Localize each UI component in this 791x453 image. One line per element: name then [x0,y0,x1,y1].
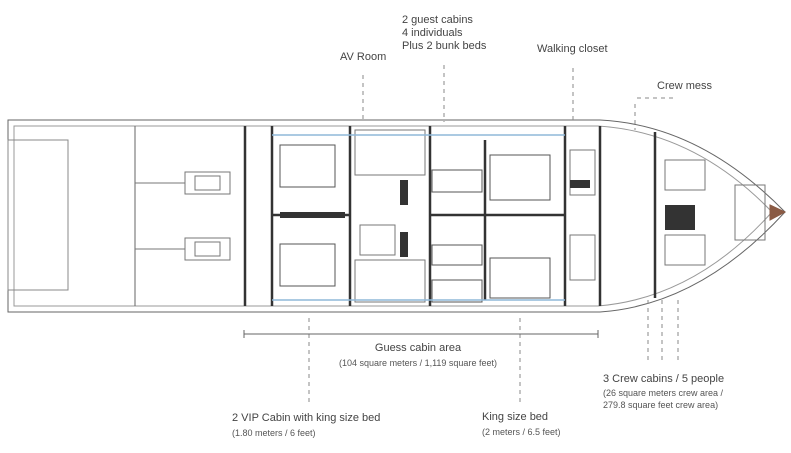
engine-icon [135,171,231,261]
label-walking-closet: Walking closet [537,43,608,55]
label-king-bed-sub: (2 meters / 6.5 feet) [482,427,561,437]
label-guest-cabins: 2 guest cabins 4 individuals Plus 2 bunk… [402,14,486,53]
leader-crew-mess [634,97,676,130]
label-guest-area-sub: (104 square meters / 1,119 square feet) [339,358,497,368]
label-av-room: AV Room [340,51,387,63]
label-line: 2 guest cabins [402,14,473,26]
label-guest-area: Guess cabin area [374,342,462,354]
label-crew-cabins: 3 Crew cabins / 5 people [603,373,725,385]
label-line: (26 square meters crew area / [603,388,724,398]
label-vip-cabin-sub: (1.80 meters / 6 feet) [232,428,316,438]
label-vip-cabin: 2 VIP Cabin with king size bed [232,412,381,424]
bed-icon [279,144,551,303]
label-line: 279.8 square feet crew area) [603,400,719,410]
label-king-bed: King size bed [482,411,549,423]
dimension-line [243,330,599,338]
label-line: Plus 2 bunk beds [402,40,487,52]
label-crew-cabins-sub: (26 square meters crew area / 279.8 squa… [603,387,723,411]
label-crew-mess: Crew mess [657,80,713,92]
swim-platform [7,139,69,291]
label-line: 4 individuals [402,27,463,39]
